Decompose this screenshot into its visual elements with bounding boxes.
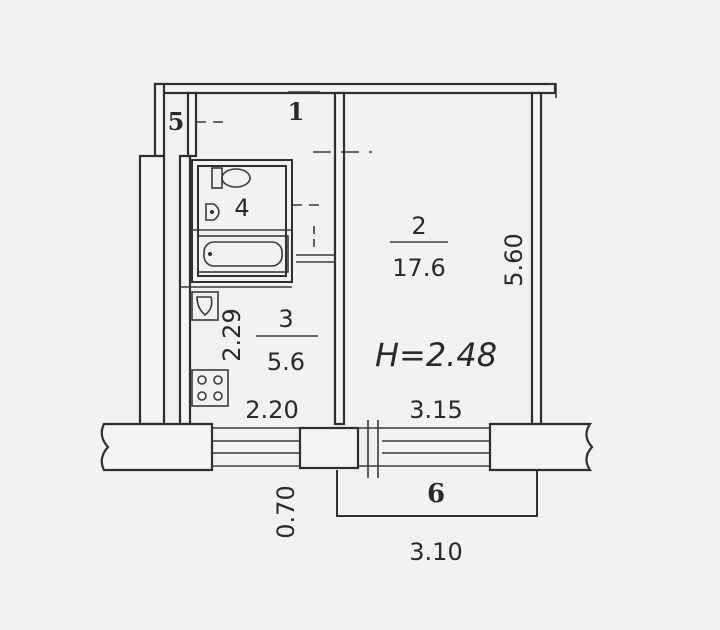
room2-number: 2 xyxy=(411,212,426,240)
facade-segment-left xyxy=(100,422,214,472)
stove-icon xyxy=(191,369,229,407)
bathroom-box xyxy=(191,159,293,283)
ceiling-height: H=2.48 xyxy=(375,336,497,374)
top-wall xyxy=(153,82,557,95)
room6-number: 6 xyxy=(427,479,445,509)
left-wall-lower xyxy=(138,154,166,426)
opening-marks xyxy=(196,121,372,250)
facade-segment-right xyxy=(488,422,594,472)
balcony-width-dimension: 3.10 xyxy=(409,538,462,566)
balcony-door xyxy=(367,420,379,478)
kitchen-width-dimension: 2.20 xyxy=(245,396,298,424)
room2-area: 17.6 xyxy=(392,254,445,282)
washbasin-icon xyxy=(205,203,220,221)
room3-area: 5.6 xyxy=(267,348,305,376)
toilet-icon xyxy=(211,167,251,189)
partition-wall xyxy=(333,91,346,426)
facade-pier-middle xyxy=(298,426,360,470)
room4-number: 4 xyxy=(234,194,249,222)
bathtub-icon xyxy=(197,235,289,273)
fixtures xyxy=(191,167,289,407)
balcony-depth-dimension: 0.70 xyxy=(272,485,300,538)
room2-depth-dimension: 5.60 xyxy=(500,233,528,286)
room5-number: 5 xyxy=(168,107,185,136)
top-right-corner xyxy=(548,83,557,98)
balcony-outline xyxy=(336,470,538,517)
room3-width-dimension: 2.29 xyxy=(218,308,246,361)
facade-wall xyxy=(100,420,594,478)
room1-number: 1 xyxy=(288,97,305,126)
room2-width-dimension: 3.15 xyxy=(409,396,462,424)
kitchen-left-wall xyxy=(178,154,192,426)
closet-wall xyxy=(186,91,198,158)
left-wall-upper xyxy=(153,82,166,158)
room-window xyxy=(358,427,490,467)
right-wall xyxy=(530,91,543,426)
outer-walls xyxy=(138,82,557,426)
kitchen-window xyxy=(212,427,300,467)
bathroom-box-inner xyxy=(197,165,287,277)
kitchen-sink-icon xyxy=(191,291,219,321)
room3-number: 3 xyxy=(278,305,293,333)
